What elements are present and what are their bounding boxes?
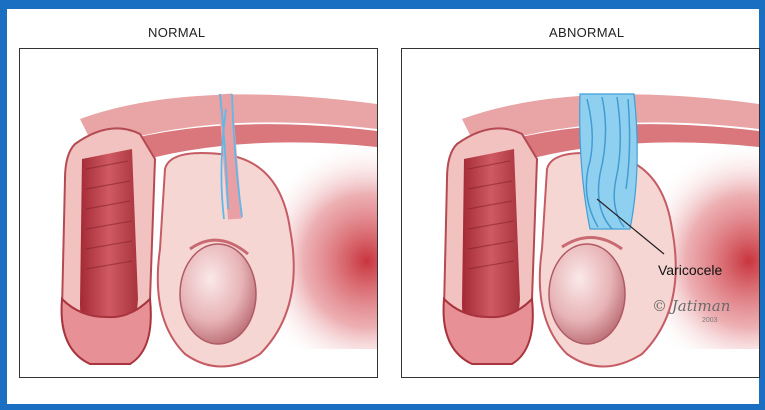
signature-year: 2003 [702, 317, 718, 324]
abnormal-anatomy-illustration [402, 49, 759, 377]
normal-panel [19, 48, 378, 378]
corpus-cavernosum [80, 149, 138, 339]
corpus-cavernosum [462, 149, 520, 339]
normal-title: NORMAL [148, 25, 205, 40]
figure-frame: NORMAL [7, 9, 759, 404]
testis [549, 244, 625, 344]
abnormal-title: ABNORMAL [549, 25, 624, 40]
testis [180, 244, 256, 344]
varicocele-label: Varicocele [658, 262, 722, 278]
abnormal-panel: Varicocele © Jatiman 2003 [401, 48, 760, 378]
normal-anatomy-illustration [20, 49, 377, 377]
artist-signature: © Jatiman [652, 297, 730, 315]
